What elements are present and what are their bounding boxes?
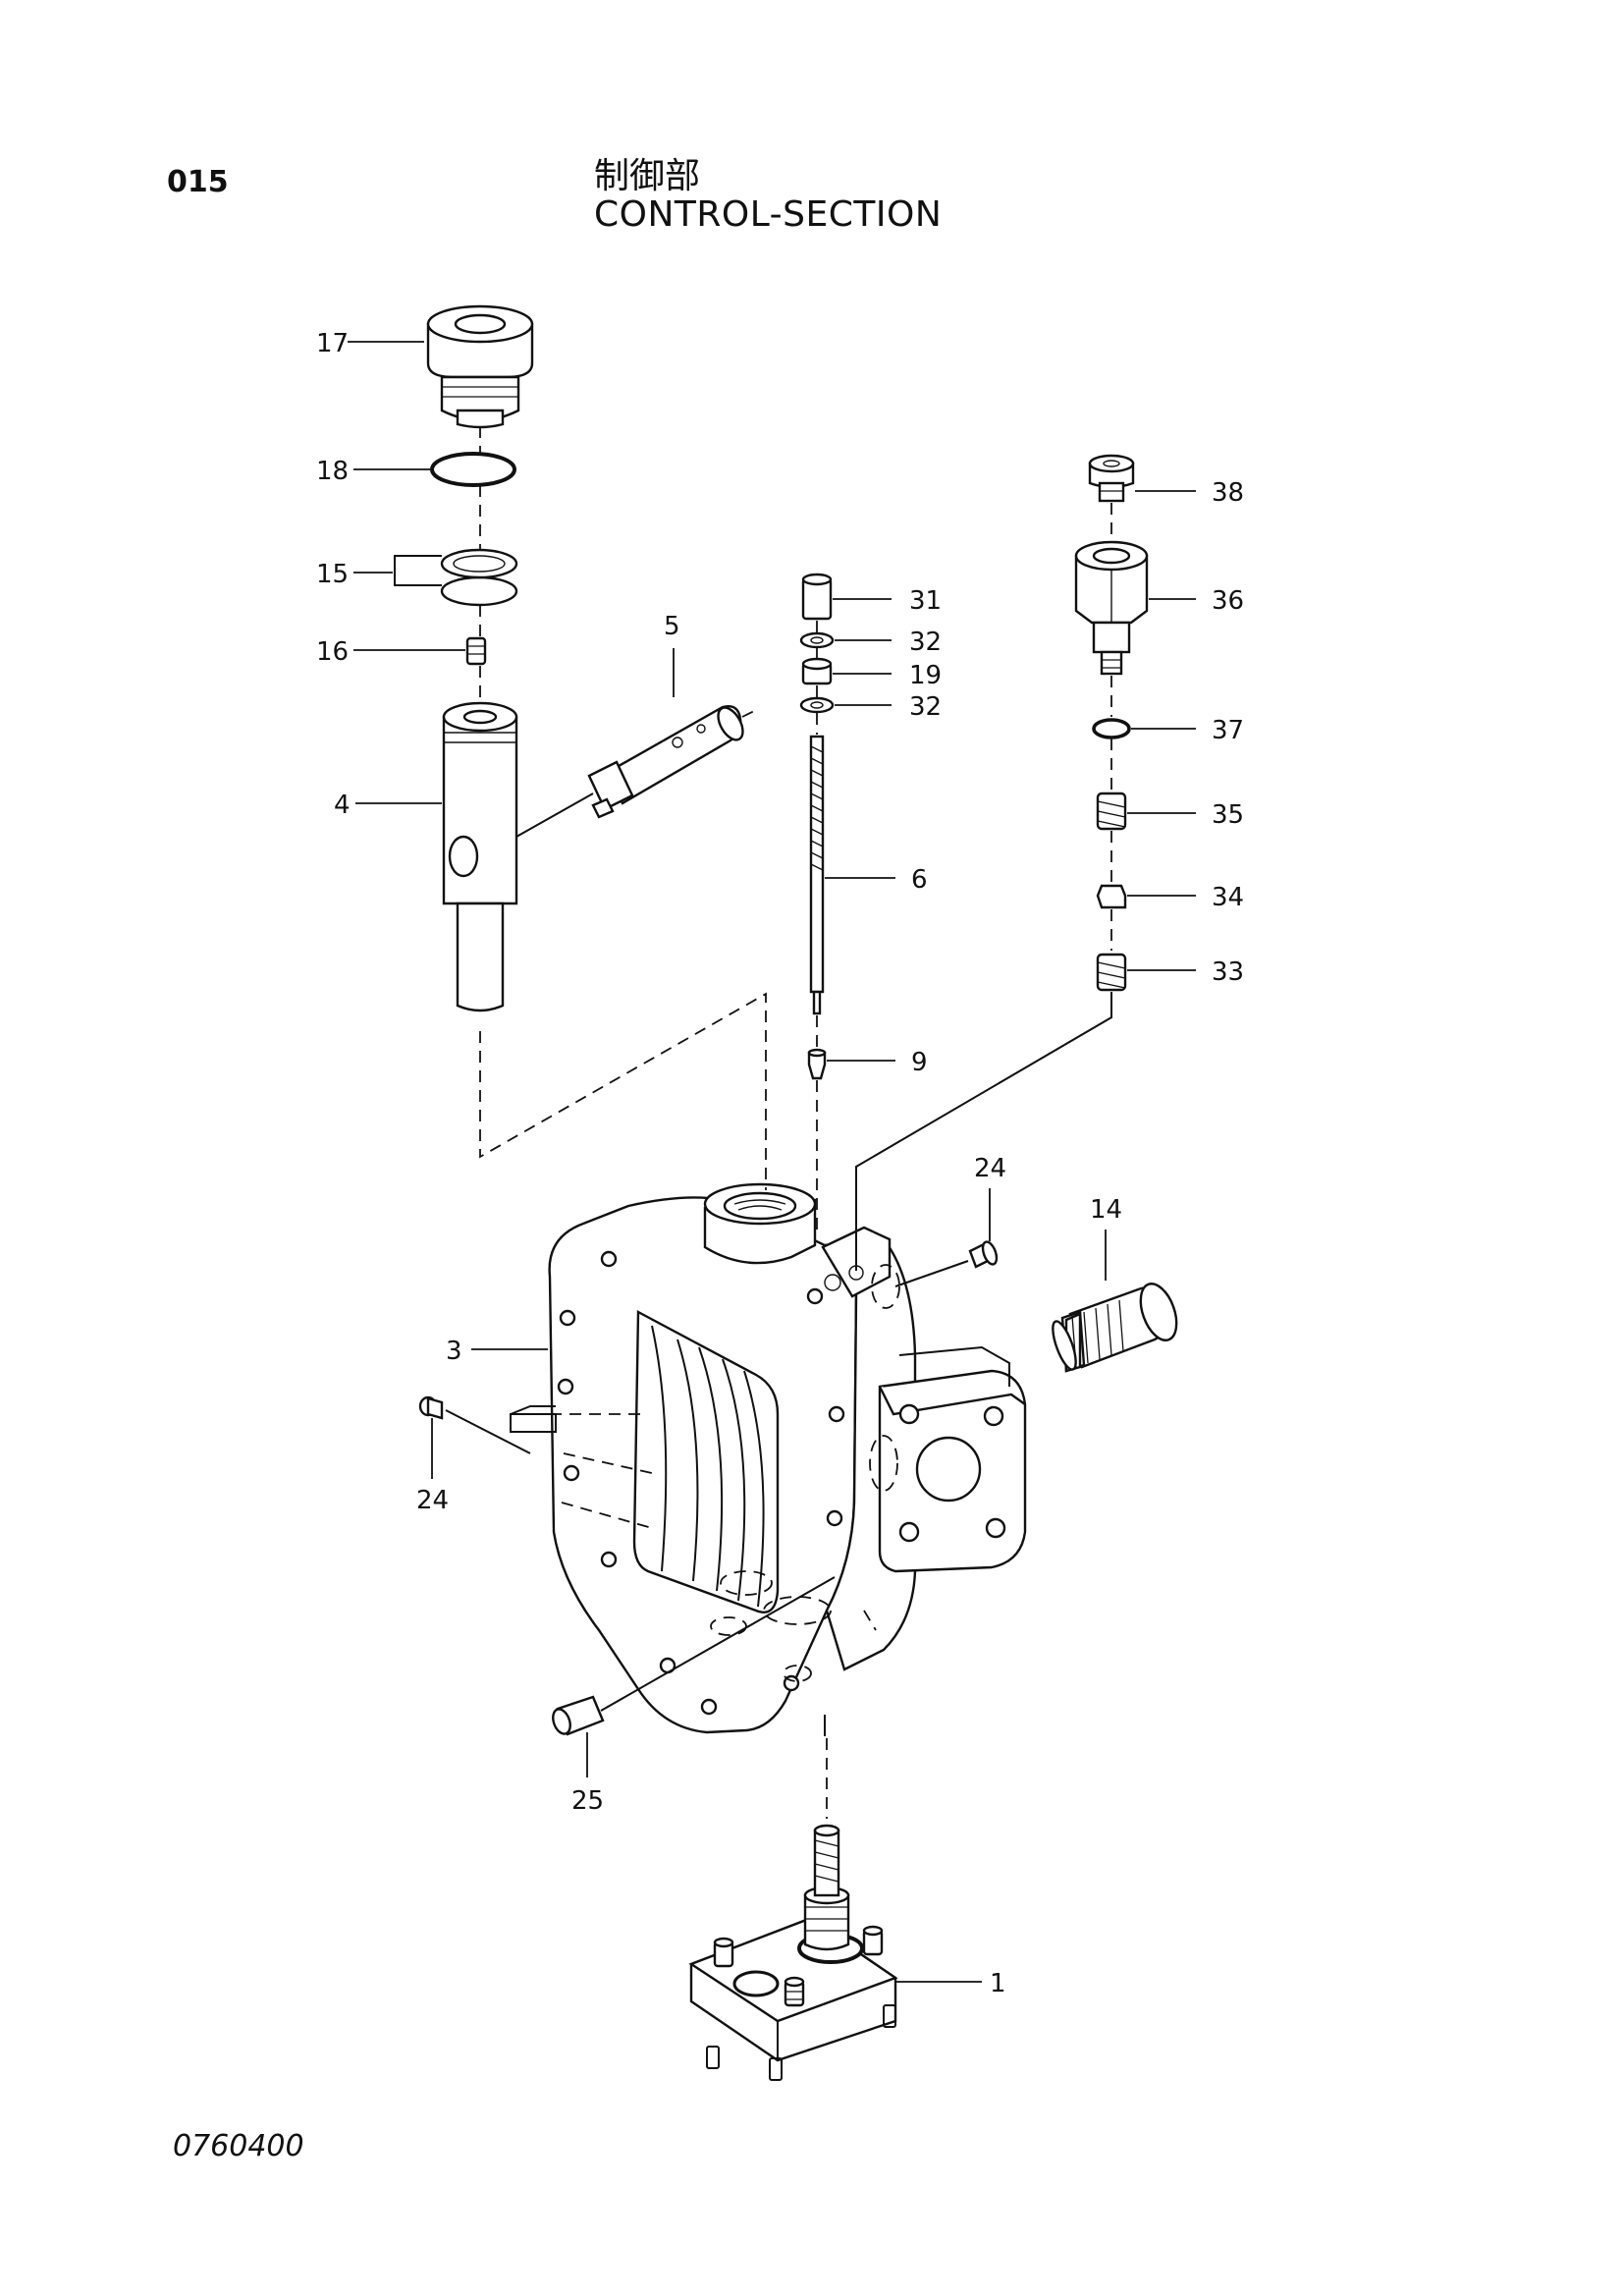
- part-35-spring-seat: [1096, 792, 1127, 831]
- part-1-cover-assembly: [688, 1824, 898, 2081]
- callout-17: 17: [316, 329, 349, 358]
- part-34-pin: [1096, 884, 1127, 909]
- part-16-plug: [465, 636, 487, 666]
- callout-6: 6: [911, 865, 928, 895]
- callout-14: 14: [1090, 1195, 1122, 1225]
- callout-31: 31: [909, 586, 942, 616]
- part-36-body: [1074, 540, 1149, 676]
- callout-38: 38: [1212, 478, 1244, 508]
- callout-35: 35: [1212, 800, 1244, 830]
- callout-5: 5: [664, 612, 680, 641]
- part-4-sleeve: [442, 701, 518, 1012]
- part-5-piston: [587, 705, 759, 819]
- part-17-cap: [426, 304, 534, 429]
- part-3-housing: [510, 1182, 1027, 1734]
- callout-15: 15: [316, 560, 349, 589]
- part-19-nut: [801, 657, 833, 685]
- part-32-washer-upper: [799, 631, 835, 649]
- callout-1: 1: [990, 1969, 1006, 1998]
- part-31-collar: [801, 573, 833, 621]
- callout-36: 36: [1212, 586, 1244, 616]
- callout-34: 34: [1212, 883, 1244, 912]
- assembly-centerlines: [445, 426, 1112, 1819]
- part-38-plug: [1088, 454, 1135, 503]
- page-number: 015: [167, 165, 229, 199]
- callout-32-lower: 32: [909, 692, 942, 722]
- part-9-nipple: [807, 1048, 827, 1080]
- part-33-adjust-screw: [1096, 953, 1127, 992]
- part-14-bolt: [1052, 1283, 1178, 1373]
- callout-25: 25: [571, 1786, 604, 1816]
- section-title-english: CONTROL-SECTION: [594, 194, 943, 235]
- drawing-code: 0760400: [173, 2129, 304, 2163]
- callout-9: 9: [911, 1048, 928, 1077]
- part-18-o-ring: [430, 452, 516, 487]
- part-32-washer-lower: [799, 696, 835, 714]
- part-callouts: 17 18 15 16 4 5 31 32 19 32 6 9 38 36 37…: [316, 329, 1244, 1998]
- callout-37: 37: [1212, 716, 1244, 745]
- callout-3: 3: [446, 1337, 462, 1366]
- part-37-o-ring: [1092, 718, 1131, 739]
- part-24-plug-upper: [968, 1240, 999, 1269]
- callout-32-upper: 32: [909, 628, 942, 657]
- callout-24-upper: 24: [974, 1154, 1006, 1183]
- callout-24-lower: 24: [416, 1486, 449, 1515]
- leader-lines: [348, 341, 1196, 1983]
- callout-33: 33: [1212, 957, 1244, 987]
- callout-18: 18: [316, 457, 349, 486]
- callout-16: 16: [316, 637, 349, 667]
- part-15-backup-ring: [394, 548, 518, 607]
- callout-4: 4: [334, 791, 351, 820]
- part-25-pin: [552, 1695, 605, 1736]
- part-6-rod: [809, 735, 825, 1015]
- callout-19: 19: [909, 661, 942, 690]
- part-24-plug-lower: [418, 1395, 444, 1420]
- section-title-japanese: 制御部: [594, 156, 701, 196]
